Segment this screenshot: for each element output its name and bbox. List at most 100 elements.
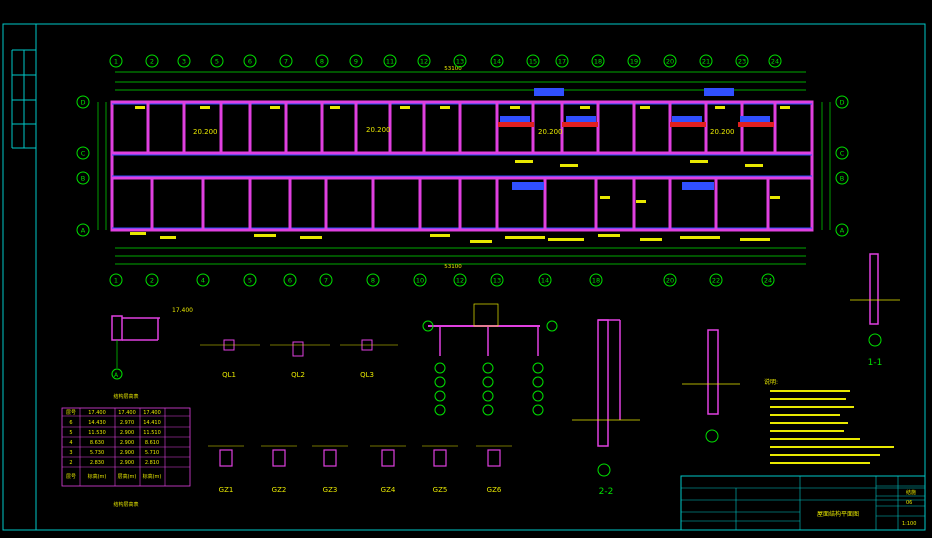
axis-label: 6	[288, 276, 292, 284]
axis-label: 15	[529, 57, 537, 65]
stairwell	[500, 88, 770, 190]
table-cell: 17.400	[88, 410, 106, 416]
gz-detail: GZ4	[370, 445, 406, 494]
top-axis-bubble: 12	[417, 54, 431, 68]
axis-label: C	[840, 149, 845, 157]
row-axis-bubble-left: D	[76, 95, 90, 109]
gz-label: GZ3	[323, 486, 338, 494]
svg-text:A: A	[114, 372, 119, 379]
title-cell: 06	[906, 500, 912, 506]
axis-label: 24	[764, 276, 772, 284]
axis-label: D	[80, 98, 85, 106]
gz-label: GZ6	[487, 486, 502, 494]
annotation-marks	[130, 106, 790, 243]
binding-strip	[11, 49, 36, 149]
table-cell: 层号	[66, 474, 76, 480]
axis-label: 3	[182, 57, 186, 65]
drawing-title: 屋面结构平面图	[817, 510, 859, 518]
top-axis-bubble: 17	[555, 54, 569, 68]
row-axis-bubble-right: B	[835, 171, 849, 185]
row-axis-bubble-left: A	[76, 223, 90, 237]
top-axis-bubble: 11	[383, 54, 397, 68]
roof-structure-plan: 20.200 20.200 20.200 20.200 53100 53100 …	[76, 54, 849, 287]
gz-label: GZ5	[433, 486, 448, 494]
axis-label: 8	[371, 276, 375, 284]
table-title: 结构层高表	[113, 393, 138, 400]
table-caption: 结构层高表	[113, 501, 138, 508]
table-cell: 2.900	[120, 460, 134, 466]
top-axis-bubble: 1	[109, 54, 123, 68]
axis-label: 6	[248, 57, 252, 65]
gz-detail: GZ2	[261, 445, 297, 494]
ql2-label: QL2	[291, 371, 305, 379]
axis-label: B	[840, 174, 844, 182]
top-axis-bubble: 23	[735, 54, 749, 68]
top-axis-bubble: 14	[490, 54, 504, 68]
axis-label: 20	[666, 57, 674, 65]
top-axis-bubble: 8	[315, 54, 329, 68]
top-axis-bubble: 3	[177, 54, 191, 68]
bottom-axis-bubble: 10	[413, 273, 427, 287]
table-cell: 2.970	[120, 420, 134, 426]
axis-label: 18	[592, 276, 600, 284]
axis-label: 4	[201, 276, 205, 284]
notes: 说明:	[764, 378, 894, 464]
axis-label: 21	[702, 57, 710, 65]
overall-dim-top: 53100	[444, 66, 462, 72]
axis-label: 9	[354, 57, 358, 65]
table-cell: 层高(m)	[118, 473, 137, 480]
axis-label: 13	[456, 57, 464, 65]
inner-border	[35, 23, 926, 531]
table-cell: 2.900	[120, 430, 134, 436]
bottom-axis-bubble: 2	[145, 273, 159, 287]
gz-detail: GZ1	[208, 445, 244, 494]
axis-label: A	[81, 226, 86, 234]
row-axis-bubble-right: D	[835, 95, 849, 109]
table-cell: 8.630	[90, 440, 104, 446]
elev-label: 20.200	[538, 128, 563, 136]
bottom-axis-bubble: 22	[709, 273, 723, 287]
axis-label: 17	[558, 57, 566, 65]
axis-label: 14	[541, 276, 549, 284]
table-cell: 8.610	[145, 440, 159, 446]
axis-label: 20	[666, 276, 674, 284]
bottom-axis-bubble: 14	[538, 273, 552, 287]
gz-detail: GZ5	[422, 445, 458, 494]
table-cell: 6	[69, 420, 72, 426]
section-2-2-label: 2-2	[599, 487, 614, 497]
axis-label: 7	[324, 276, 328, 284]
axis-label: 1	[114, 57, 118, 65]
table-cell: 14.410	[143, 420, 161, 426]
axis-label: 23	[738, 57, 746, 65]
row-axis-bubble-right: C	[835, 146, 849, 160]
section-c	[682, 329, 740, 443]
top-axis-bubble: 2	[145, 54, 159, 68]
table-cell: 5	[69, 430, 72, 436]
ql1-label: QL1	[222, 371, 236, 379]
bottom-axis-bubble: 4	[196, 273, 210, 287]
table-cell: 2.900	[120, 440, 134, 446]
bottom-axis-bubble: 12	[453, 273, 467, 287]
table-cell: 层号	[66, 410, 76, 416]
table-cell: 5.730	[90, 450, 104, 456]
axis-label: 12	[420, 57, 428, 65]
overall-dim-bottom: 53100	[444, 264, 462, 270]
gz-label: GZ2	[272, 486, 287, 494]
axis-label: D	[839, 98, 844, 106]
axis-label: 8	[320, 57, 324, 65]
axis-label: 19	[630, 57, 638, 65]
top-axis-bubble: 21	[699, 54, 713, 68]
bottom-axis-bubble: 13	[490, 273, 504, 287]
axis-label: 18	[594, 57, 602, 65]
gz-detail: GZ3	[312, 445, 348, 494]
sheet-no: 结施	[906, 489, 916, 496]
axis-label: 10	[416, 276, 424, 284]
table-cell: 4	[69, 440, 72, 446]
top-axis-bubble: 5	[210, 54, 224, 68]
row-axis-bubble-left: B	[76, 171, 90, 185]
top-axis-bubble: 7	[279, 54, 293, 68]
